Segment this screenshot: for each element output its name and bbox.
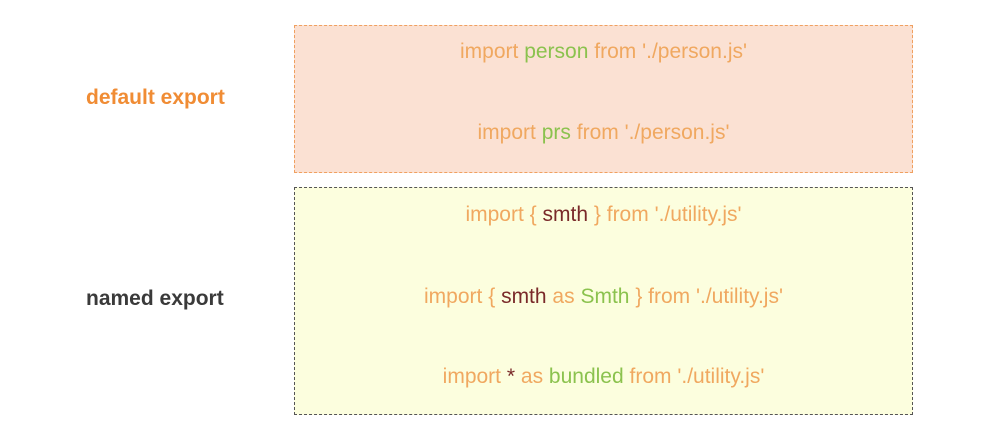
named-import-line-2: import { smth as Smth } from './utility.…	[295, 285, 912, 309]
star-symbol: *	[506, 365, 516, 388]
close-brace: }	[593, 203, 601, 226]
as-keyword: as	[552, 285, 575, 308]
default-import-line-1: import person from './person.js'	[295, 40, 912, 64]
named-import-line-1: import { smth } from './utility.js'	[295, 203, 912, 227]
from-clause: from './utility.js'	[629, 365, 765, 388]
default-export-label: default export	[86, 86, 225, 109]
alias-name: bundled	[548, 365, 624, 388]
default-export-box: import person from './person.js' import …	[294, 25, 913, 173]
open-brace: {	[488, 285, 496, 308]
import-keyword: import	[442, 365, 502, 388]
import-keyword: import	[460, 40, 519, 63]
open-brace: {	[529, 203, 537, 226]
from-clause: from './person.js'	[576, 121, 730, 144]
from-clause: from './person.js'	[594, 40, 747, 63]
import-keyword: import	[424, 285, 483, 308]
named-export-label: named export	[86, 287, 224, 310]
close-brace: }	[635, 285, 643, 308]
import-keyword: import	[465, 203, 524, 226]
imported-name: prs	[541, 121, 571, 144]
imported-identifier: smth	[501, 285, 547, 308]
alias-name: Smth	[580, 285, 630, 308]
as-keyword: as	[520, 365, 544, 388]
named-import-line-3: import * as bundled from './utility.js'	[295, 365, 912, 389]
imported-identifier: smth	[542, 203, 589, 226]
import-keyword: import	[477, 121, 536, 144]
default-import-line-2: import prs from './person.js'	[295, 121, 912, 145]
from-clause: from './utility.js'	[606, 203, 742, 226]
named-export-box: import { smth } from './utility.js' impo…	[294, 187, 913, 415]
from-clause: from './utility.js'	[648, 285, 783, 308]
imported-name: person	[524, 40, 589, 63]
